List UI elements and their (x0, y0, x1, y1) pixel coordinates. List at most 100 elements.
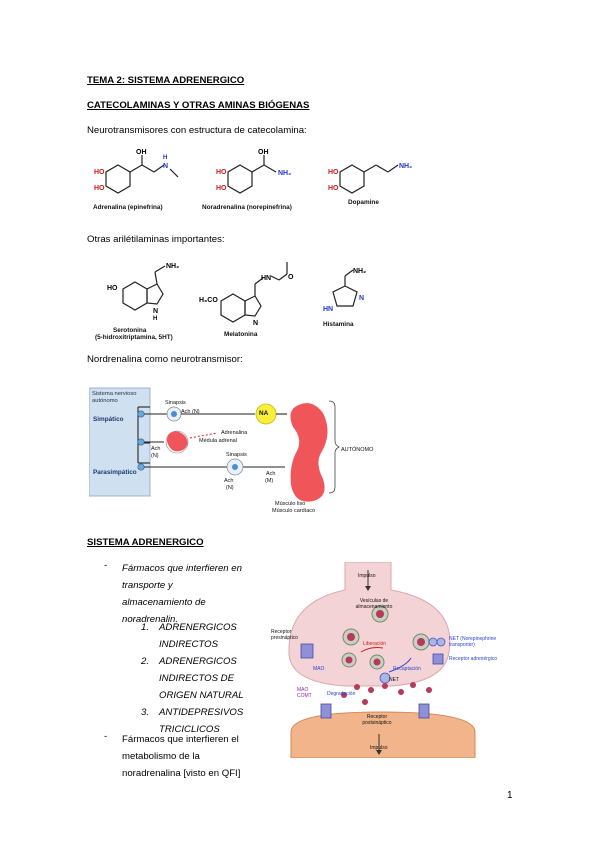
sub-item-1: 1. ADRENERGICOS (141, 619, 237, 636)
sub-item-3-line-1: ANTIDEPRESIVOS (159, 707, 244, 718)
serotonina-structure (122, 265, 166, 311)
legend-receptor: Receptor adrenérgico (449, 656, 498, 662)
paragraph-neurotransmisores: Neurotransmisores con estructura de cate… (87, 125, 307, 136)
label-melatonina: Melatonina (224, 331, 258, 338)
label-histamina: Histamina (323, 321, 354, 328)
sub-item-2-cont2: ORIGEN NATURAL (141, 687, 244, 704)
sub-item-3: 3. ANTIDEPRESIVOS (141, 704, 243, 721)
label-sinapsis-2: Sinapsis (226, 452, 247, 458)
histamina-structure (332, 269, 358, 307)
page-number: 1 (507, 790, 513, 801)
sub-item-2-line-1: ADRENERGICOS (159, 656, 237, 667)
sub-item-2-cont: INDIRECTOS DE (141, 670, 234, 687)
svg-text:N: N (163, 163, 168, 170)
sub-item-3-num: 3. (141, 707, 150, 718)
label-adrenalina-diagram: Adrenalina (221, 430, 248, 436)
label-recaptacion: Recaptación (393, 666, 421, 672)
label-receptor-postsinaptico: Receptor postsináptico (362, 714, 392, 726)
sub-item-2-line-3: ORIGEN NATURAL (159, 690, 244, 701)
bullet-dash-1: - (104, 560, 108, 571)
svg-text:HO: HO (94, 169, 105, 176)
svg-text:HO: HO (328, 169, 339, 176)
label-parasimpatico: Parasimpático (93, 469, 137, 476)
svg-text:HN: HN (323, 306, 333, 313)
label-noradrenalina: Noradrenalina (norepinefrina) (202, 204, 292, 211)
sub-item-3-cont: TRICICLICOS (141, 721, 220, 738)
sub-item-1-line-1: ADRENERGICOS (159, 622, 237, 633)
svg-text:N: N (253, 320, 258, 327)
label-serotonina: Serotonina (113, 327, 147, 334)
section-heading-catecolaminas: CATECOLAMINAS Y OTRAS AMINAS BIÓGENAS (87, 100, 310, 111)
sub-item-3-line-2: TRICICLICOS (159, 724, 220, 735)
autonomic-system-diagram: Sistema nervioso autónomo Simpático Para… (89, 379, 431, 521)
label-mao-comt: MAO COMT (297, 687, 312, 699)
label-net: NET (389, 677, 399, 683)
label-na: NA (259, 410, 269, 417)
adrenergic-synapse-diagram: Impulso Vesículas de almacenamiento Rece… (261, 562, 516, 758)
bullet-dash-2: - (104, 731, 108, 742)
svg-text:H₃CO: H₃CO (199, 297, 218, 304)
sub-item-1-line-2: INDIRECTOS (159, 639, 218, 650)
bullet-2-line-1: Fármacos que interfieren el (122, 734, 239, 745)
bullet-2-line-2: metabolismo de la (122, 751, 200, 762)
label-impulso-bottom: Impulso (370, 745, 388, 751)
sub-list: 1. ADRENERGICOS INDIRECTOS 2. ADRENERGIC… (141, 619, 244, 738)
label-simpatico: Simpático (93, 416, 124, 423)
label-receptor-presinaptico: Receptor presináptico (271, 629, 298, 641)
svg-text:O: O (288, 274, 294, 281)
label-medula: Médula adrenal (199, 438, 237, 444)
sub-item-2-line-2: INDIRECTOS DE (159, 673, 234, 684)
label-snc: Sistema nervioso autónomo (92, 391, 137, 404)
svg-text:NH₂: NH₂ (278, 170, 291, 177)
label-ach-3: Ach (224, 478, 234, 484)
svg-text:NH₂: NH₂ (353, 268, 366, 275)
bullet-1-line-2: transporte y (122, 580, 173, 591)
melatonina-structure (220, 262, 288, 323)
svg-text:HN: HN (261, 275, 271, 282)
label-impulso-top: Impulso (358, 573, 376, 579)
svg-text:HO: HO (94, 185, 105, 192)
svg-text:OH: OH (258, 149, 269, 156)
bullet-farmacos-metabolismo: Fármacos que interfieren el metabolismo … (122, 731, 240, 782)
dopamine-chain: NH₂ (375, 163, 412, 173)
label-mao: MAO (313, 666, 325, 672)
document-title: TEMA 2: SISTEMA ADRENERGICO (87, 75, 245, 86)
label-ach-4: Ach (266, 471, 276, 477)
sub-item-1-cont: INDIRECTOS (141, 636, 218, 653)
catecholamine-structures-figure: HO HO OH N H HO HO OH NH₂ HO HO (94, 149, 377, 194)
svg-text:OH: OH (136, 149, 147, 156)
svg-text:NH₂: NH₂ (399, 163, 412, 170)
svg-text:N: N (359, 295, 364, 302)
sub-item-1-num: 1. (141, 622, 150, 633)
svg-text:HO: HO (107, 285, 118, 292)
svg-text:HO: HO (216, 169, 227, 176)
label-ach-n1: Ach (N) (181, 409, 200, 415)
label-sinapsis-1: Sinapsis (165, 400, 186, 406)
label-liberacion: Liberación (363, 641, 387, 647)
label-dopamina: Dopamine (348, 199, 379, 206)
label-degradacion: Degradación (327, 691, 356, 697)
noradrenalina-structure (227, 155, 277, 194)
arylethylamine-structures-figure: HO NH₂ N H H₃CO HN O N NH₂ N HN (107, 262, 366, 327)
label-serotonina-sub: (5-hidroxitriptamina, 5HT) (95, 334, 173, 341)
paragraph-ariletilaminas: Otras arilétilaminas importantes: (87, 234, 225, 245)
label-adrenalina: Adrenalina (epinefrina) (93, 204, 163, 211)
label-musculo-cardiaco: Músculo cardíaco (272, 508, 316, 514)
label-vesiculas: Vesículas de almacenamiento (355, 598, 393, 610)
bullet-1-line-1: Fármacos que interfieren en (122, 563, 242, 574)
section-heading-sistema-adrenergico: SISTEMA ADRENERGICO (87, 537, 204, 548)
bullet-1-line-3: almacenamiento de (122, 597, 206, 608)
bullet-1-line-4: noradrenalin. (122, 614, 179, 625)
label-autonomo: AUTÓNOMO (341, 447, 374, 453)
bullet-farmacos-transporte: Fármacos que interfieren en transporte y… (122, 560, 242, 628)
label-musculo-liso: Músculo liso (275, 501, 306, 507)
label-ach-4b: (M) (265, 478, 274, 484)
sub-item-2-num: 2. (141, 656, 150, 667)
paragraph-noradrenalina-neurotransmisor: Nordrenalina como neurotransmisor: (87, 354, 243, 365)
svg-text:N: N (153, 308, 158, 315)
legend-net: NET (Norepinephrine transporter) (449, 636, 497, 648)
label-ach-2: Ach (151, 446, 161, 452)
dopamina-structure (339, 164, 377, 194)
svg-text:NH₂: NH₂ (166, 263, 179, 270)
svg-text:HO: HO (328, 185, 339, 192)
